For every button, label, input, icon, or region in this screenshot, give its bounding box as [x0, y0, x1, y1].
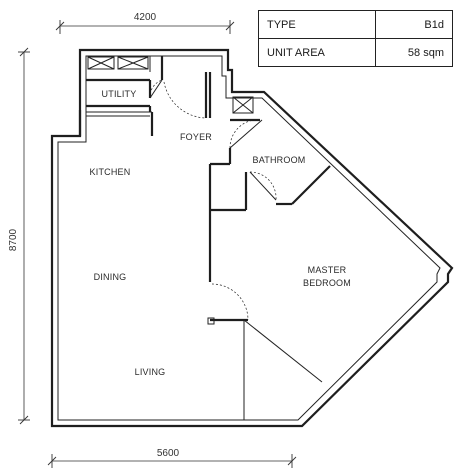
bottom-dimension-label: 5600 [157, 448, 180, 459]
type-value: B1d [375, 10, 453, 39]
left-dimension: 8700 [8, 47, 30, 425]
room-label-master-line1: MASTER [308, 265, 347, 275]
bedroom-partition: MASTER BEDROOM [207, 210, 351, 420]
top-dimension-label: 4200 [134, 12, 157, 23]
bathroom-area: BATHROOM [208, 96, 331, 212]
room-label-dining: DINING [94, 272, 127, 282]
exterior-walls [50, 48, 454, 428]
room-label-living: LIVING [135, 367, 166, 377]
type-label: TYPE [258, 10, 376, 39]
room-label-kitchen: KITCHEN [90, 167, 131, 177]
type-row: TYPE B1d [258, 10, 453, 39]
unit-area-value: 58 sqm [375, 38, 453, 67]
area-row: UNIT AREA 58 sqm [258, 38, 453, 67]
room-label-bathroom: BATHROOM [253, 155, 306, 165]
bottom-dimension: 5600 [47, 448, 297, 468]
room-label-foyer: FOYER [180, 132, 212, 142]
room-label-master-line2: BEDROOM [303, 278, 351, 288]
entrance-door: FOYER [160, 56, 212, 142]
utility-area: UTILITY [78, 56, 163, 136]
left-dimension-label: 8700 [8, 228, 19, 251]
room-label-utility: UTILITY [102, 89, 137, 99]
top-dimension: 4200 [55, 12, 235, 34]
unit-info-table: TYPE B1d UNIT AREA 58 sqm [258, 10, 453, 67]
